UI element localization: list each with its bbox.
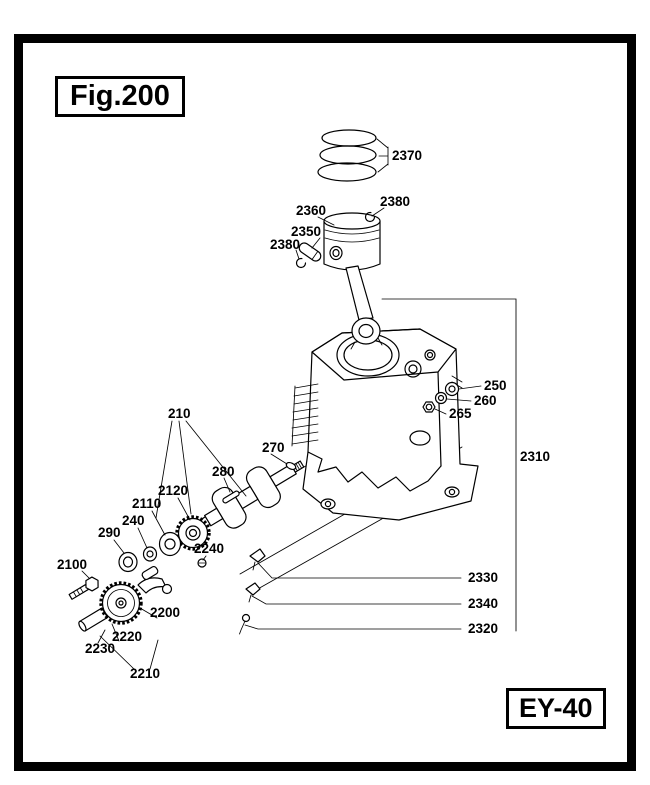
washer-290 [118, 551, 138, 573]
connecting-rod-drawing [345, 265, 383, 350]
part-number-290: 290 [98, 525, 121, 540]
spring-washer-260 [434, 391, 448, 405]
part-number-260: 260 [474, 393, 497, 408]
flywheel-washer-250 [444, 381, 460, 397]
bolt-2100 [68, 576, 99, 600]
pin-clip-upper [364, 211, 376, 223]
figure-title-box: Fig.200 [55, 76, 185, 118]
leader-lines [81, 138, 482, 670]
part-number-2320: 2320 [468, 621, 498, 636]
cylinder-block-bracket-line [381, 298, 517, 632]
part-number-2380-upper: 2380 [380, 194, 410, 209]
tappet-2340 [245, 582, 261, 603]
part-number-210: 210 [168, 406, 191, 421]
part-number-2310: 2310 [520, 449, 550, 464]
part-number-labels: 2370 2380 2360 2350 2380 250 260 265 231… [57, 148, 550, 681]
part-number-2370: 2370 [392, 148, 422, 163]
pin-clip-lower [295, 257, 307, 269]
model-code: EY-40 [519, 693, 593, 723]
key-280 [222, 490, 240, 504]
part-number-2360: 2360 [296, 203, 326, 218]
tappet-2330 [249, 548, 266, 571]
bolt-2320 [239, 613, 251, 635]
part-number-250: 250 [484, 378, 507, 393]
engine-block-drawing [291, 328, 479, 521]
part-number-2230: 2230 [85, 641, 115, 656]
model-code-box: EY-40 [506, 688, 606, 730]
piston-rings-drawing [317, 129, 377, 182]
part-number-2220: 2220 [112, 629, 142, 644]
washer-2110 [158, 531, 182, 557]
set-screw-2240 [197, 558, 207, 568]
part-number-2100: 2100 [57, 557, 87, 572]
part-number-2380-lower: 2380 [270, 237, 300, 252]
part-number-2120: 2120 [158, 483, 188, 498]
crank-gear-drawing [175, 515, 211, 551]
washer-240 [142, 546, 158, 562]
part-number-2200: 2200 [150, 605, 180, 620]
part-number-2210: 2210 [130, 666, 160, 681]
piston-pin-drawing [298, 242, 322, 262]
nut-265 [422, 401, 436, 413]
part-number-2240: 2240 [194, 541, 224, 556]
part-number-240: 240 [122, 513, 145, 528]
crankshaft-drawing [197, 460, 305, 530]
figure-title: Fig.200 [70, 80, 170, 112]
diagram-border-frame [14, 34, 636, 771]
camshaft-gear-assembly [78, 565, 173, 632]
part-number-2110: 2110 [132, 496, 161, 511]
part-number-2350: 2350 [291, 224, 321, 239]
part-number-2330: 2330 [468, 570, 498, 585]
part-number-270: 270 [262, 440, 285, 455]
part-number-280: 280 [212, 464, 235, 479]
part-number-265: 265 [449, 406, 472, 421]
part-number-2340: 2340 [468, 596, 498, 611]
